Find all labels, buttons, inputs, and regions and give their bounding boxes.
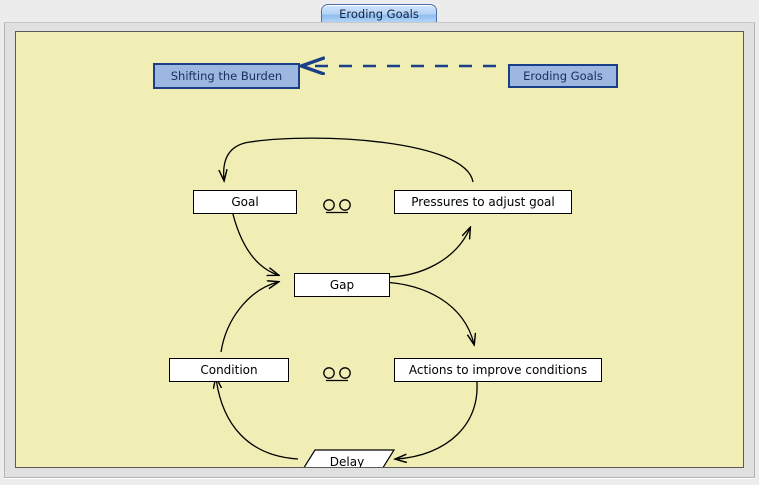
diagram-connectors xyxy=(16,32,496,467)
tab-eroding-goals[interactable]: Eroding Goals xyxy=(321,4,437,24)
node-gap[interactable]: Gap xyxy=(294,273,390,297)
node-actions-to-improve-conditions[interactable]: Actions to improve conditions xyxy=(394,358,602,382)
node-delay[interactable]: Delay xyxy=(299,449,395,468)
edge-gap-to-actions xyxy=(381,281,474,344)
diagram-panel: Shifting the Burden Eroding Goals Goal xyxy=(4,22,755,478)
edge-delay-to-condition xyxy=(216,378,299,460)
node-condition[interactable]: Condition xyxy=(169,358,289,382)
edge-goal-to-gap xyxy=(230,205,278,275)
balancing-loop-symbol-top xyxy=(319,197,357,219)
edge-pressures-to-goal xyxy=(224,137,474,182)
node-goal[interactable]: Goal xyxy=(193,190,297,214)
edge-condition-to-gap xyxy=(220,282,278,353)
archetype-box-eroding-goals[interactable]: Eroding Goals xyxy=(508,64,618,88)
edge-gap-to-pressures xyxy=(381,228,470,278)
edge-actions-to-delay xyxy=(396,373,478,459)
node-pressures-to-adjust-goal[interactable]: Pressures to adjust goal xyxy=(394,190,572,214)
balancing-loop-symbol-bottom xyxy=(319,365,357,387)
archetype-box-shifting-the-burden[interactable]: Shifting the Burden xyxy=(153,63,300,89)
delay-parallelogram-shape xyxy=(303,449,395,467)
node-delay-label: Delay xyxy=(329,455,365,468)
diagram-canvas[interactable]: Shifting the Burden Eroding Goals Goal xyxy=(15,31,744,468)
